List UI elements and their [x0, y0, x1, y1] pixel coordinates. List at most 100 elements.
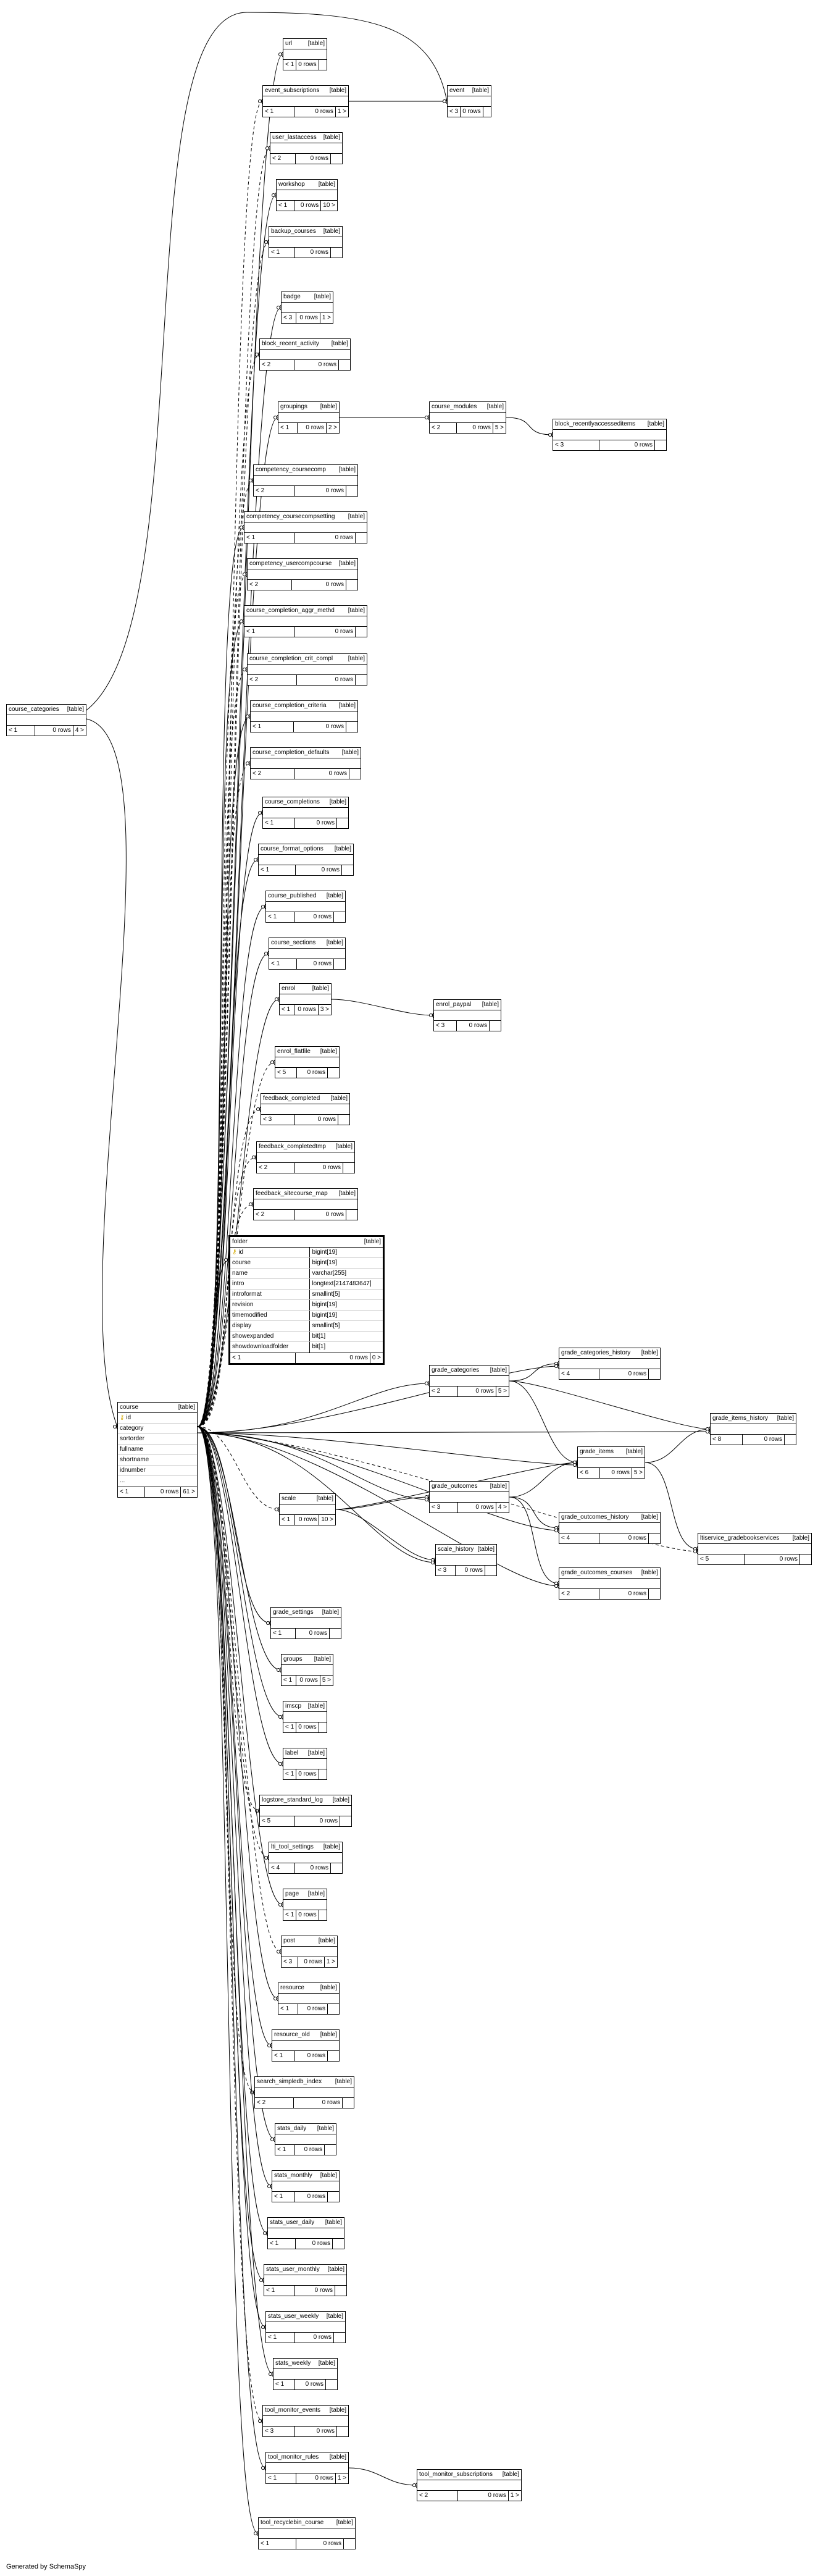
table-kind: [table] — [318, 181, 335, 188]
relationship-edge — [197, 1426, 272, 2046]
relationship-edge — [509, 1363, 559, 1382]
edge-end-marker — [243, 573, 246, 576]
relationship-edge — [277, 1506, 280, 1512]
edge-end-marker — [252, 1156, 256, 1159]
table-kind: [table] — [332, 1797, 349, 1803]
edge-end-marker — [278, 1762, 282, 1766]
parent-count: < 1 — [264, 2286, 295, 2296]
table-name: label — [285, 1750, 299, 1756]
table-kind: [table] — [329, 2454, 346, 2461]
row-count: 0 rows — [295, 1210, 347, 1220]
relationship-edge — [267, 1855, 269, 1861]
table-kind: [table] — [335, 1143, 353, 1150]
edge-end-marker — [554, 1364, 558, 1368]
row-count: 0 rows — [296, 1910, 319, 1920]
table-kind: [table] — [307, 1750, 325, 1756]
table-name: course_format_options — [261, 845, 323, 852]
table-name: workshop — [278, 181, 305, 188]
table-name: badge — [283, 293, 301, 300]
relationship-edge — [242, 524, 244, 531]
table-kind: [table] — [331, 340, 348, 347]
row-count: 0 rows — [599, 1589, 649, 1599]
row-count: 0 rows — [295, 2380, 327, 2389]
parent-count: < 1 — [280, 1005, 294, 1015]
parent-count: < 2 — [254, 1210, 296, 1220]
relationship-edge — [197, 101, 263, 1427]
column-type: bigint[19] — [309, 1311, 383, 1320]
edge-end-marker — [255, 1809, 259, 1813]
child-count — [331, 248, 342, 258]
parent-count: < 1 — [280, 1515, 295, 1525]
table-kind: [table] — [348, 607, 365, 614]
row-count: 0 rows — [296, 1676, 320, 1685]
column-row: fullname — [118, 1445, 197, 1455]
child-count: 1 > — [510, 2492, 520, 2499]
relationship-edge — [248, 760, 251, 766]
table-kind: [table] — [318, 1937, 335, 1944]
table-name: grade_items — [580, 1448, 614, 1455]
